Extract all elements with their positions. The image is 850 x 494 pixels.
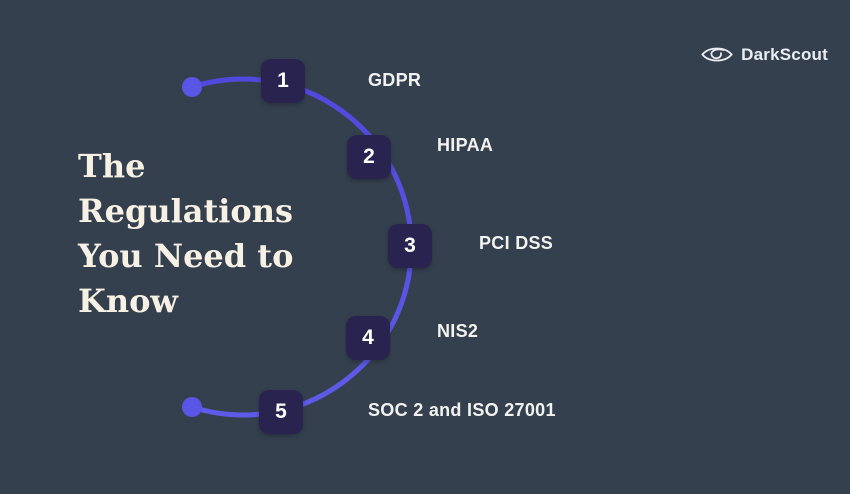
step-label-gdpr: GDPR <box>368 70 422 90</box>
step-badge-2: 2 <box>347 135 391 179</box>
arc-path <box>189 76 414 418</box>
brand-name: DarkScout <box>741 44 828 64</box>
step-badge-5: 5 <box>259 390 303 434</box>
step-badge-3: 3 <box>388 224 432 268</box>
title-line-3: You Need to <box>78 237 294 275</box>
brand-logo: DarkScout <box>701 44 828 65</box>
arc-endpoint-dot-bottom <box>182 397 202 417</box>
step-label-hipaa: HIPAA <box>437 135 494 155</box>
step-label-nis2: NIS2 <box>437 321 479 341</box>
eye-swoosh-icon <box>701 47 733 62</box>
step-label-soc2-iso27001: SOC 2 and ISO 27001 <box>368 400 556 420</box>
title-line-2: Regulations <box>78 192 294 230</box>
step-badge-1: 1 <box>261 59 305 103</box>
title-line-1: The <box>78 147 146 185</box>
arc-endpoint-dot-top <box>182 77 202 97</box>
step-badge-4: 4 <box>346 316 390 360</box>
step-label-pci-dss: PCI DSS <box>479 233 554 253</box>
page-title: The Regulations You Need to Know <box>78 144 308 324</box>
title-line-4: Know <box>78 282 178 320</box>
